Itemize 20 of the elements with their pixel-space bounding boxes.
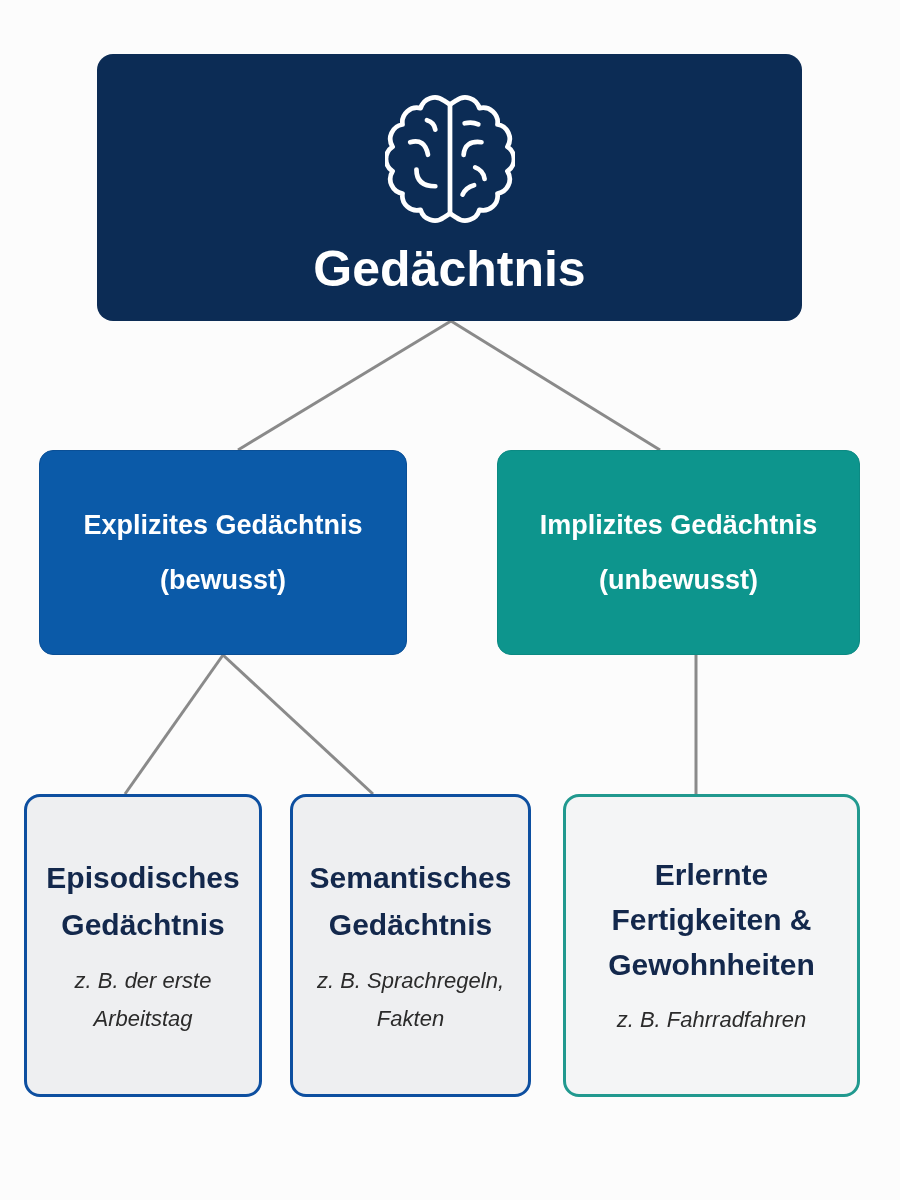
node-title: Explizites Gedächtnis (bewusst) xyxy=(82,508,364,597)
node-title: Episodisches Gedächtnis xyxy=(45,859,241,943)
node-title: Semantisches Gedächtnis xyxy=(308,859,513,943)
connector-line xyxy=(222,653,374,796)
root-category-box xyxy=(97,54,802,321)
category-box xyxy=(497,450,860,655)
connector-line xyxy=(450,319,661,452)
connector-line xyxy=(123,654,225,795)
example-text: z. B. Sprachregeln, Fakten xyxy=(315,966,506,1033)
node-title: Implizites Gedächtnis (unbewusst) xyxy=(538,508,819,597)
connector-line xyxy=(237,319,452,452)
subcategory-card xyxy=(24,794,262,1097)
connector-line xyxy=(694,655,698,794)
subcategory-card xyxy=(290,794,531,1097)
example-text: z. B. der erste Arbeitstag xyxy=(73,966,213,1033)
subcategory-card xyxy=(563,794,860,1097)
node-title: Gedächtnis xyxy=(313,239,586,299)
example-text: z. B. Fahrradfahren xyxy=(616,1006,807,1034)
category-box xyxy=(39,450,407,655)
node-title: Erlernte Fertigkeiten & Gewohnheiten xyxy=(607,857,816,983)
